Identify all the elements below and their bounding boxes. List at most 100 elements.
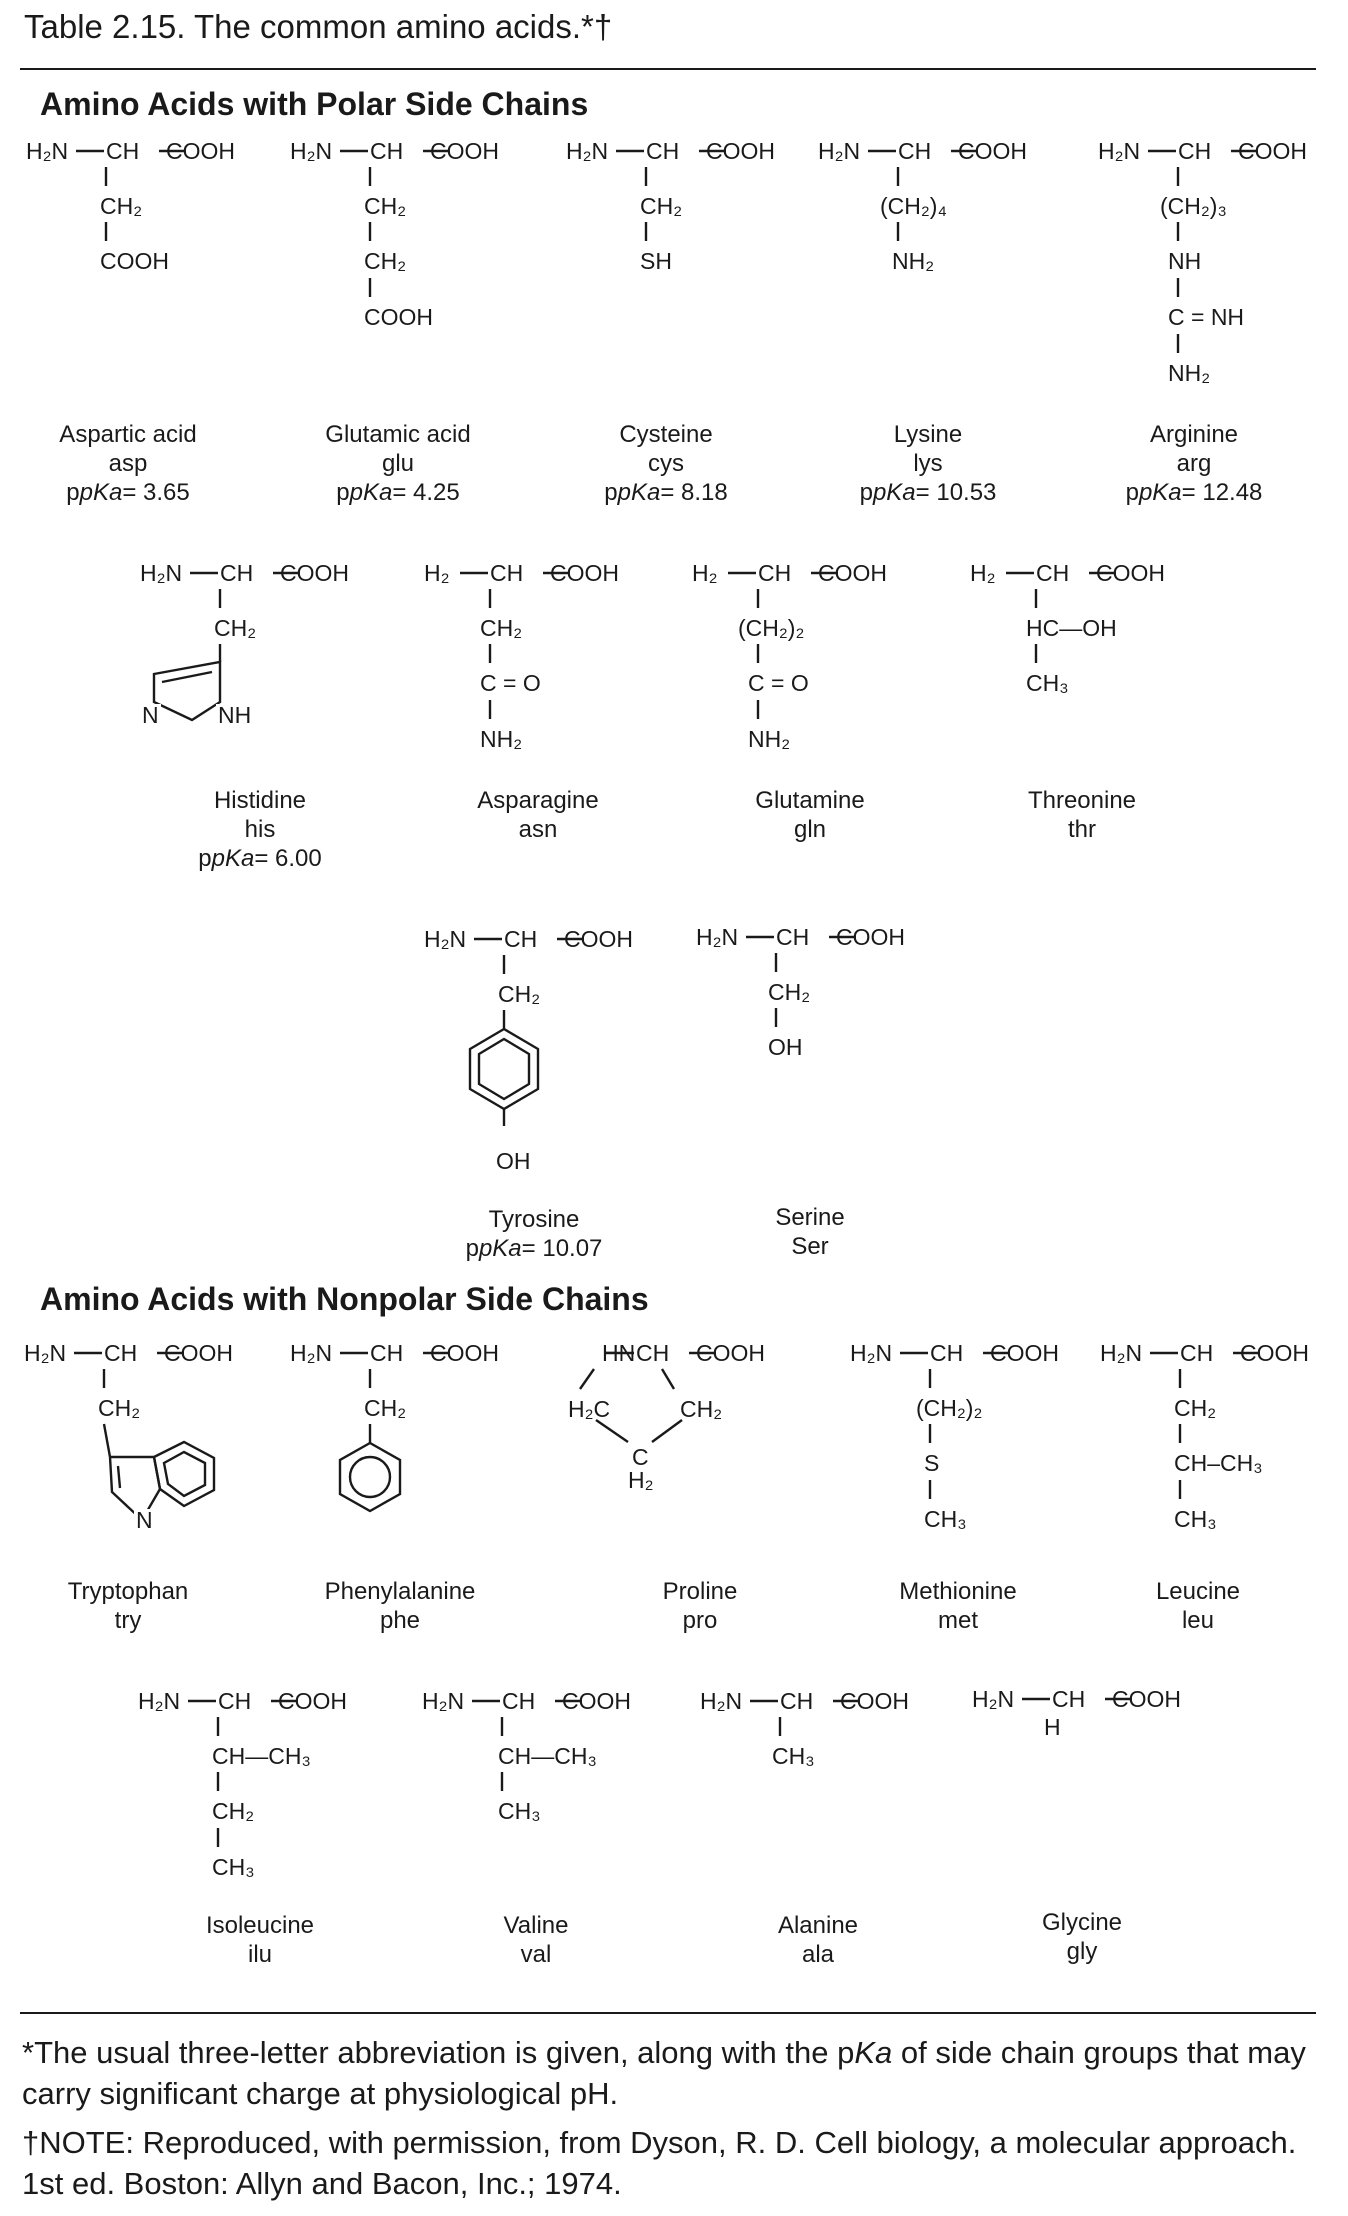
pka-value: = 10.07: [521, 1235, 603, 1262]
alpha-carbon: CH: [776, 924, 810, 950]
bond-lines: [616, 149, 726, 241]
acid-name: Phenylalanine: [324, 1578, 476, 1605]
footnote-abbreviation: *The usual three-letter abbreviation is …: [22, 2032, 1332, 2114]
acid-name: Glutamine: [755, 787, 865, 814]
carbonyl-group: C = O: [480, 670, 541, 696]
alpha-carbon: CH: [490, 560, 524, 586]
acid-abbreviation: thr: [1067, 816, 1097, 843]
glutamic-acid-label: Glutamic acid glu ppKa= 4.25: [325, 420, 470, 507]
guanidino-carbon: C = NH: [1168, 304, 1245, 330]
amine-group: H₂N: [290, 138, 333, 164]
acid-abbreviation: glu: [381, 450, 415, 477]
pka-value: = 4.25: [392, 479, 460, 506]
arginine-label: Arginine arg ppKa= 12.48: [1126, 420, 1263, 507]
carboxyl-group: COOH: [696, 1340, 765, 1366]
bond-lines: [1148, 149, 1258, 353]
acid-abbreviation: val: [520, 1941, 552, 1968]
carboxyl-group: COOH: [550, 560, 619, 586]
footnote-source: †NOTE: Reproduced, with permission, from…: [22, 2125, 1297, 2201]
lysine-label: Lysine lys ppKa= 10.53: [860, 420, 997, 507]
thiol-group: SH: [640, 248, 672, 274]
acid-abbreviation: Ser: [791, 1233, 829, 1260]
acid-name: Methionine: [899, 1578, 1017, 1605]
acid-abbreviation: asn: [518, 816, 558, 843]
alpha-carbon: CH: [1180, 1340, 1214, 1366]
pka-label: pKa: [349, 479, 393, 506]
pka-label: pKa: [872, 479, 916, 506]
dimethylene-group: (CH₂)₂: [738, 615, 805, 641]
tryptophan-label: Tryptophan try: [68, 1577, 189, 1635]
alpha-carbon: CH: [220, 560, 254, 586]
alpha-carbon: CH: [370, 1340, 404, 1366]
methyl-group: CH₃: [212, 1854, 255, 1880]
carboxyl-group: COOH: [836, 924, 905, 950]
acid-abbreviation: try: [114, 1607, 142, 1634]
carboxyl-group: COOH: [430, 138, 499, 164]
alpha-carbon: CH: [504, 926, 538, 952]
alpha-carbon: CH: [898, 138, 932, 164]
amine-group: H₂N: [818, 138, 861, 164]
hydroxy-carbon: HC—OH: [1026, 615, 1117, 641]
bond-lines: [1022, 1697, 1132, 1701]
valine-label: Valine val: [504, 1911, 569, 1969]
acid-name: Glutamic acid: [325, 421, 471, 448]
amide-group: NH₂: [480, 726, 523, 752]
methylene-group: CH₂: [640, 193, 683, 219]
acid-pka: ppKa= 3.65: [66, 479, 190, 506]
acid-abbreviation: asp: [108, 450, 148, 477]
alpha-carbon: CH: [502, 1688, 536, 1714]
methyl-group: CH₃: [498, 1798, 541, 1824]
pka-value: = 6.00: [254, 845, 322, 872]
acid-name: Isoleucine: [205, 1912, 315, 1939]
acid-name: Lysine: [893, 421, 963, 448]
acid-name: Arginine: [1149, 421, 1239, 448]
sulfur-atom: S: [924, 1450, 940, 1476]
trimethylene-group: (CH₂)₃: [1160, 193, 1227, 219]
imino-group: HN: [602, 1340, 636, 1366]
footnote-pka-italic: Ka: [854, 2035, 893, 2070]
acid-name: Cysteine: [619, 421, 713, 448]
glutamine-label: Glutamine gln: [755, 786, 864, 844]
ring-carbon-hydrogens: H₂: [628, 1467, 654, 1493]
carboxyl-group: COOH: [564, 926, 633, 952]
alpha-carbon: CH: [1036, 560, 1070, 586]
isoleucine-label: Isoleucine ilu: [206, 1911, 314, 1969]
carboxyl-group: COOH: [958, 138, 1027, 164]
indole-nitrogen: N: [134, 1507, 155, 1533]
amide-group: NH₂: [748, 726, 791, 752]
pka-label: pKa: [79, 479, 123, 506]
alpha-carbon: CH: [218, 1688, 252, 1714]
carboxyl-group: COOH: [1112, 1686, 1181, 1712]
threonine-label: Threonine thr: [1028, 786, 1136, 844]
amine-group: H₂N: [566, 138, 609, 164]
bond-lines: [340, 149, 450, 297]
acid-name: Serine: [775, 1204, 845, 1231]
methylene-group: CH₂: [480, 615, 523, 641]
methylene-group: CH₂: [364, 1395, 407, 1421]
glycine-label: Glycine gly: [1042, 1908, 1122, 1966]
table-title: Table 2.15. The common amino acids.*†: [24, 8, 613, 45]
acid-abbreviation: pro: [682, 1607, 718, 1634]
methyl-group: CH₃: [924, 1506, 967, 1532]
acid-name: Histidine: [213, 787, 307, 814]
histidine-label: Histidine his ppKa= 6.00: [198, 786, 321, 873]
amine-group: H₂N: [138, 1688, 181, 1714]
ring-methylene-right: CH₂: [680, 1396, 723, 1422]
acid-abbreviation: met: [937, 1607, 979, 1634]
alpha-hydrogen: H: [1044, 1714, 1061, 1740]
methylene-group: CH₂: [498, 981, 541, 1007]
terminal-amine: NH₂: [1168, 360, 1211, 386]
cysteine-label: Cysteine cys ppKa= 8.18: [604, 420, 727, 507]
bond-lines: [750, 1699, 860, 1736]
methylene-group: CH₂: [768, 979, 811, 1005]
alpha-carbon: CH: [780, 1688, 814, 1714]
methylene-group: CH₂: [100, 193, 143, 219]
carboxyl-group: COOH: [706, 138, 775, 164]
leucine-label: Leucine leu: [1156, 1577, 1240, 1635]
bond-lines: [472, 1699, 582, 1791]
proline-label: Proline pro: [663, 1577, 738, 1635]
serine-label: Serine Ser: [775, 1203, 844, 1261]
polar-section-heading: Amino Acids with Polar Side Chains: [40, 86, 589, 122]
isopropyl-carbon: CH–CH₃: [1174, 1450, 1263, 1476]
acid-pka: ppKa= 10.07: [465, 1235, 603, 1262]
